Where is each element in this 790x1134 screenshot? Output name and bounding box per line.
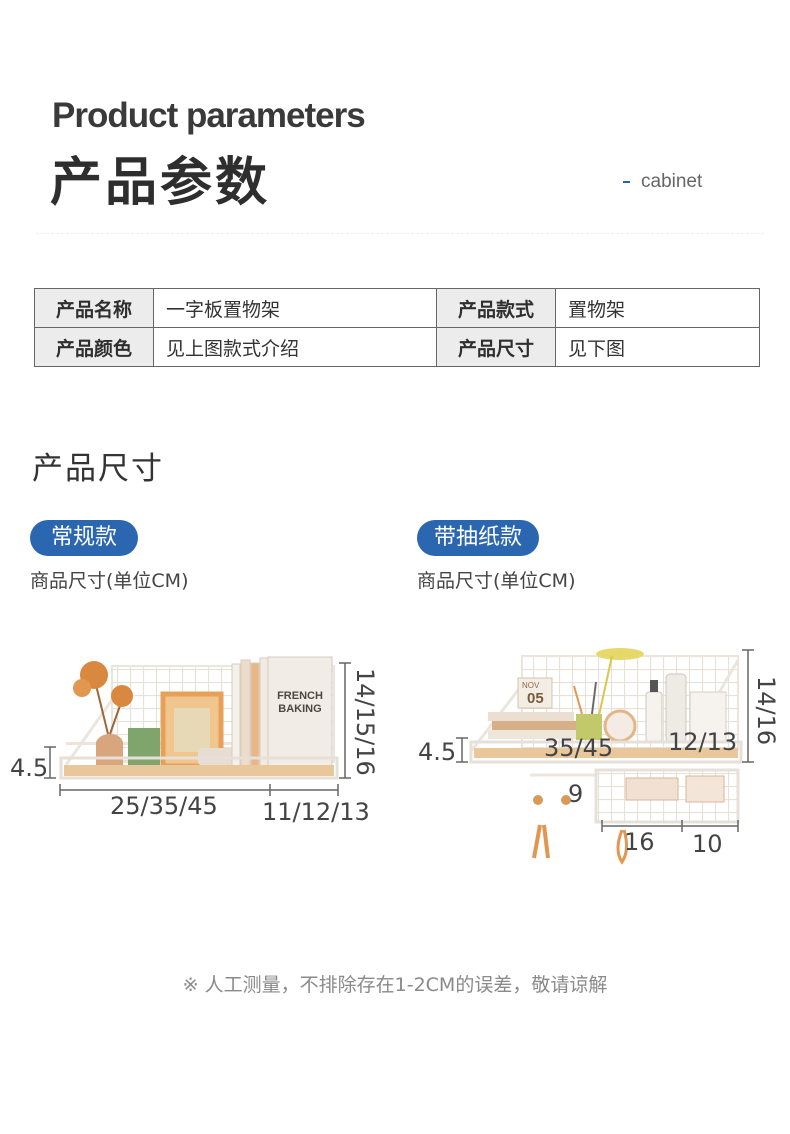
notebook	[488, 712, 574, 721]
book-cover	[267, 656, 333, 768]
wood-board	[474, 748, 738, 758]
tray-rim	[469, 740, 743, 764]
tissue-shelf-illustration: NOV 05	[469, 648, 743, 865]
tissue-dimension-lines	[456, 649, 754, 832]
measurement-note: ※ 人工测量，不排除存在1-2CM的误差，敬请谅解	[182, 974, 608, 996]
dim-width: 35/45	[544, 734, 613, 762]
tag-dash	[623, 181, 630, 183]
variant-badge-standard: 常规款	[30, 520, 138, 556]
desk-calendar	[517, 677, 553, 709]
category-tag: cabinet	[641, 171, 703, 192]
side-bracket	[64, 699, 114, 766]
dim-height-left: 4.5	[10, 754, 48, 782]
book-spine	[240, 659, 251, 767]
flower-vase	[96, 734, 123, 770]
table-row: 产品颜色 见上图款式介绍 产品尺寸 见下图	[34, 327, 760, 367]
flower-head	[111, 685, 133, 707]
dim-depth: 12/13	[668, 728, 737, 756]
pen	[573, 685, 583, 715]
standard-shelf-illustration: FRENCH BAKING	[59, 656, 339, 780]
hook-ball	[561, 795, 571, 805]
book-cover-text: BAKING	[278, 703, 321, 715]
pen-cup	[576, 714, 602, 740]
pen	[591, 681, 597, 715]
table-row: 产品名称 一字板置物架 产品款式 置物架	[34, 288, 760, 328]
bottle-cap	[650, 680, 658, 692]
book-spine	[250, 662, 260, 767]
notebook	[488, 730, 576, 739]
unit-note-tissue: 商品尺寸(单位CM)	[417, 570, 576, 592]
lamp-head	[596, 648, 644, 660]
param-key: 产品名称	[34, 288, 154, 328]
dim-hook: 9	[568, 780, 583, 808]
title-chinese: 产品参数	[50, 153, 271, 213]
tissue-box	[685, 775, 725, 803]
param-value: 见下图	[555, 327, 760, 367]
param-value: 置物架	[555, 288, 760, 328]
hanging-keys-icon	[616, 829, 629, 865]
dim-height-left: 4.5	[418, 738, 456, 766]
dim-width: 25/35/45	[110, 792, 218, 820]
dim-drawer-width: 16	[624, 828, 655, 856]
dim-height-right: 14/15/16	[351, 668, 379, 776]
dim-depth: 11/12/13	[262, 798, 370, 826]
param-key: 产品尺寸	[436, 327, 556, 367]
flower-head	[73, 679, 91, 697]
book-cover-text: FRENCH	[277, 690, 323, 702]
flower-stem	[95, 684, 109, 735]
dimension-figures: FRENCH BAKING 4.5 25/35/45 11/12/13 14/1…	[10, 648, 780, 865]
hook-ball	[533, 795, 543, 805]
notebook	[492, 721, 576, 730]
box	[689, 691, 727, 743]
dim-drawer-depth: 10	[692, 830, 723, 858]
param-value: 一字板置物架	[153, 288, 437, 328]
params-table: 产品名称 一字板置物架 产品款式 置物架 产品颜色 见上图款式介绍 产品尺寸 见…	[34, 288, 760, 367]
dim-height-right: 14/16	[752, 676, 780, 745]
book-spine	[259, 657, 269, 767]
standard-dimension-lines	[44, 662, 351, 796]
variant-badge-tissue: 带抽纸款	[417, 520, 539, 556]
param-key: 产品颜色	[34, 327, 154, 367]
wood-board	[64, 765, 334, 776]
param-key: 产品款式	[436, 288, 556, 328]
unit-note-standard: 商品尺寸(单位CM)	[30, 570, 189, 592]
param-value: 见上图款式介绍	[153, 327, 437, 367]
photo-print	[174, 708, 210, 752]
title-english: Product parameters	[52, 96, 366, 135]
tray-rim	[59, 756, 339, 780]
size-section-title: 产品尺寸	[32, 451, 164, 487]
header-divider	[36, 233, 764, 234]
bottle	[645, 691, 663, 743]
scissors-icon	[532, 824, 550, 859]
calendar-text: 05	[527, 690, 544, 707]
book-spine	[231, 663, 241, 767]
lamp-arm	[597, 655, 613, 721]
calendar-text: NOV	[522, 681, 540, 690]
tea-tin	[128, 728, 160, 768]
tissue-box	[625, 777, 679, 801]
